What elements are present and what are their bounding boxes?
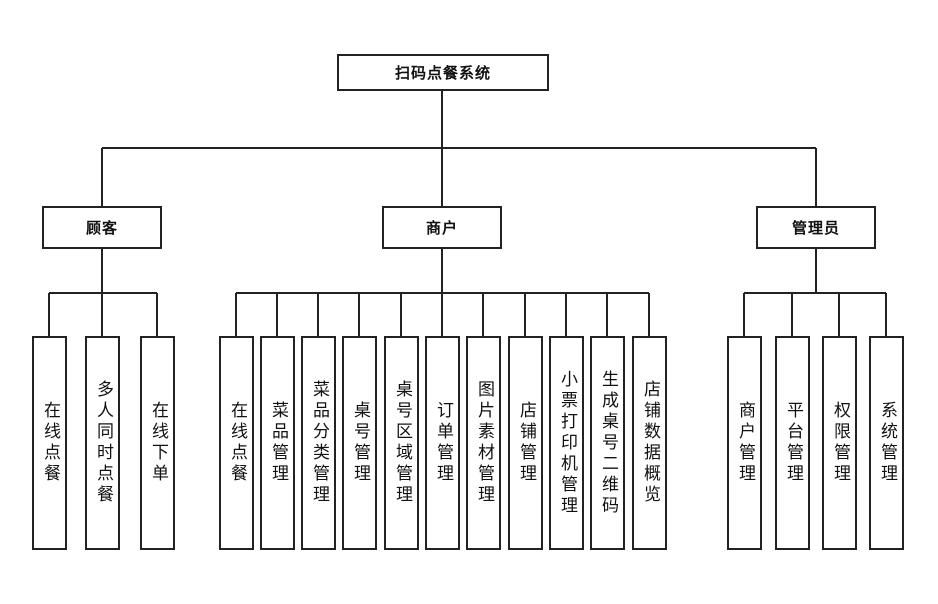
leaf-admin-permission-mgmt: 权限管理 xyxy=(822,336,857,550)
node-merchant-label: 商户 xyxy=(425,219,458,237)
leaf-label: 平台管理 xyxy=(783,401,803,485)
leaf-label: 生成桌号二维码 xyxy=(598,369,618,517)
node-merchant: 商户 xyxy=(382,206,502,249)
leaf-admin-merchant-mgmt: 商户管理 xyxy=(727,336,762,550)
leaf-label: 在线点餐 xyxy=(227,401,247,485)
leaf-label: 小票打印机管理 xyxy=(557,369,577,517)
leaf-merchant-online-order: 在线点餐 xyxy=(219,336,254,550)
leaf-admin-platform-mgmt: 平台管理 xyxy=(775,336,810,550)
leaf-customer-multi-order: 多人同时点餐 xyxy=(85,336,120,550)
root-label: 扫码点餐系统 xyxy=(394,64,491,82)
leaf-merchant-image-mgmt: 图片素材管理 xyxy=(466,336,501,550)
leaf-label: 权限管理 xyxy=(830,401,850,485)
leaf-merchant-data-overview: 店铺数据概览 xyxy=(632,336,667,550)
leaf-merchant-printer-mgmt: 小票打印机管理 xyxy=(549,336,584,550)
leaf-merchant-store-mgmt: 店铺管理 xyxy=(508,336,543,550)
node-admin: 管理员 xyxy=(756,206,876,249)
leaf-label: 系统管理 xyxy=(877,401,897,485)
node-customer-label: 顾客 xyxy=(85,219,118,237)
leaf-merchant-order-mgmt: 订单管理 xyxy=(425,336,460,550)
leaf-merchant-dish-mgmt: 菜品管理 xyxy=(260,336,295,550)
leaf-merchant-dish-category-mgmt: 菜品分类管理 xyxy=(301,336,336,550)
root-node: 扫码点餐系统 xyxy=(337,54,549,91)
leaf-label: 在线点餐 xyxy=(40,401,60,485)
leaf-label: 桌号管理 xyxy=(350,401,370,485)
leaf-label: 菜品管理 xyxy=(268,401,288,485)
leaf-label: 店铺数据概览 xyxy=(640,380,660,506)
leaf-label: 菜品分类管理 xyxy=(309,380,329,506)
leaf-merchant-table-area-mgmt: 桌号区域管理 xyxy=(384,336,419,550)
leaf-customer-online-order: 在线点餐 xyxy=(32,336,67,550)
leaf-label: 订单管理 xyxy=(433,401,453,485)
leaf-label: 多人同时点餐 xyxy=(93,380,113,506)
leaf-label: 图片素材管理 xyxy=(474,380,494,506)
leaf-admin-system-mgmt: 系统管理 xyxy=(869,336,904,550)
leaf-label: 店铺管理 xyxy=(516,401,536,485)
node-admin-label: 管理员 xyxy=(791,219,840,237)
leaf-customer-place-order: 在线下单 xyxy=(140,336,175,550)
leaf-label: 桌号区域管理 xyxy=(392,380,412,506)
leaf-label: 商户管理 xyxy=(735,401,755,485)
node-customer: 顾客 xyxy=(42,206,162,249)
leaf-merchant-qr-generate: 生成桌号二维码 xyxy=(590,336,625,550)
leaf-merchant-table-mgmt: 桌号管理 xyxy=(342,336,377,550)
leaf-label: 在线下单 xyxy=(148,401,168,485)
